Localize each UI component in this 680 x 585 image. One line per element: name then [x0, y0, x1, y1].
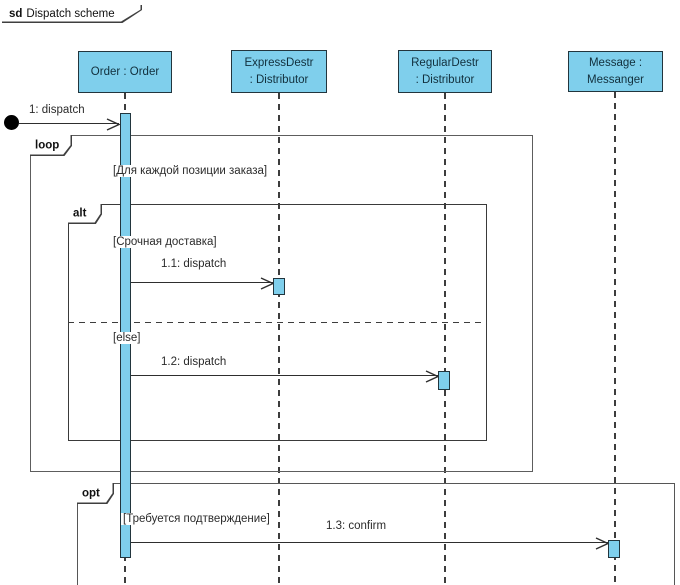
- lifeline-head-message: Message : Messanger: [568, 51, 663, 92]
- lifeline-head-regulardestr-line1: RegularDestr: [411, 57, 479, 70]
- message-1-1-label: 1.1: dispatch: [159, 258, 229, 270]
- lifeline-expressdestr: [278, 93, 280, 585]
- open-arrowhead-icon: [106, 117, 121, 131]
- message-1-2-line: [130, 369, 440, 383]
- found-message-circle: [4, 115, 19, 130]
- lifeline-message: [614, 92, 616, 585]
- loop-label-background: [30, 135, 71, 155]
- lifeline-regulardestr: [444, 93, 446, 585]
- message-1-label: 1: dispatch: [27, 104, 87, 116]
- fragment-alt-label: alt: [68, 204, 102, 224]
- alt-separator: [68, 322, 487, 324]
- lifeline-head-order-label: Order : Order: [90, 65, 160, 78]
- opt-label-background: [77, 483, 113, 503]
- fragment-opt-label: opt: [77, 483, 114, 504]
- diagram-title-text: Dispatch scheme: [26, 7, 115, 20]
- lifeline-head-regulardestr: RegularDestr : Distributor: [398, 50, 492, 93]
- lifeline-head-regulardestr-line2: : Distributor: [415, 73, 475, 86]
- activation-message: [608, 540, 620, 558]
- diagram-keyword: sd: [9, 7, 23, 20]
- lifeline-head-expressdestr-line1: ExpressDestr: [244, 57, 314, 70]
- fragment-loop-label: loop: [30, 135, 72, 156]
- message-1-3-label: 1.3: confirm: [324, 520, 389, 532]
- lifeline-head-message-line1: Message :: [588, 57, 643, 70]
- message-1-3-line: [130, 536, 610, 550]
- lifeline-head-expressdestr-line2: : Distributor: [249, 73, 309, 86]
- activation-expressdestr: [273, 278, 285, 295]
- alt-guard-1: [Срочная доставка]: [111, 236, 219, 248]
- fragment-loop: [30, 135, 533, 472]
- lifeline-head-order: Order : Order: [78, 51, 172, 93]
- loop-guard: [Для каждой позиции заказа]: [111, 165, 270, 177]
- frame-label-background: [2, 5, 141, 22]
- fragment-opt: [77, 483, 675, 585]
- opt-operator: opt: [82, 487, 100, 500]
- loop-operator: loop: [35, 139, 60, 152]
- alt-label-background: [68, 204, 101, 223]
- opt-guard: [Требуется подтверждение]: [121, 513, 272, 525]
- activation-regulardestr: [438, 371, 450, 390]
- lifeline-head-expressdestr: ExpressDestr : Distributor: [231, 50, 327, 93]
- message-1-2-label: 1.2: dispatch: [159, 356, 229, 368]
- message-1-line: [19, 117, 121, 131]
- alt-operator: alt: [73, 207, 87, 220]
- alt-guard-else: [else]: [111, 332, 143, 344]
- lifeline-head-message-line2: Messanger: [587, 73, 644, 86]
- message-1-1-line: [130, 276, 275, 290]
